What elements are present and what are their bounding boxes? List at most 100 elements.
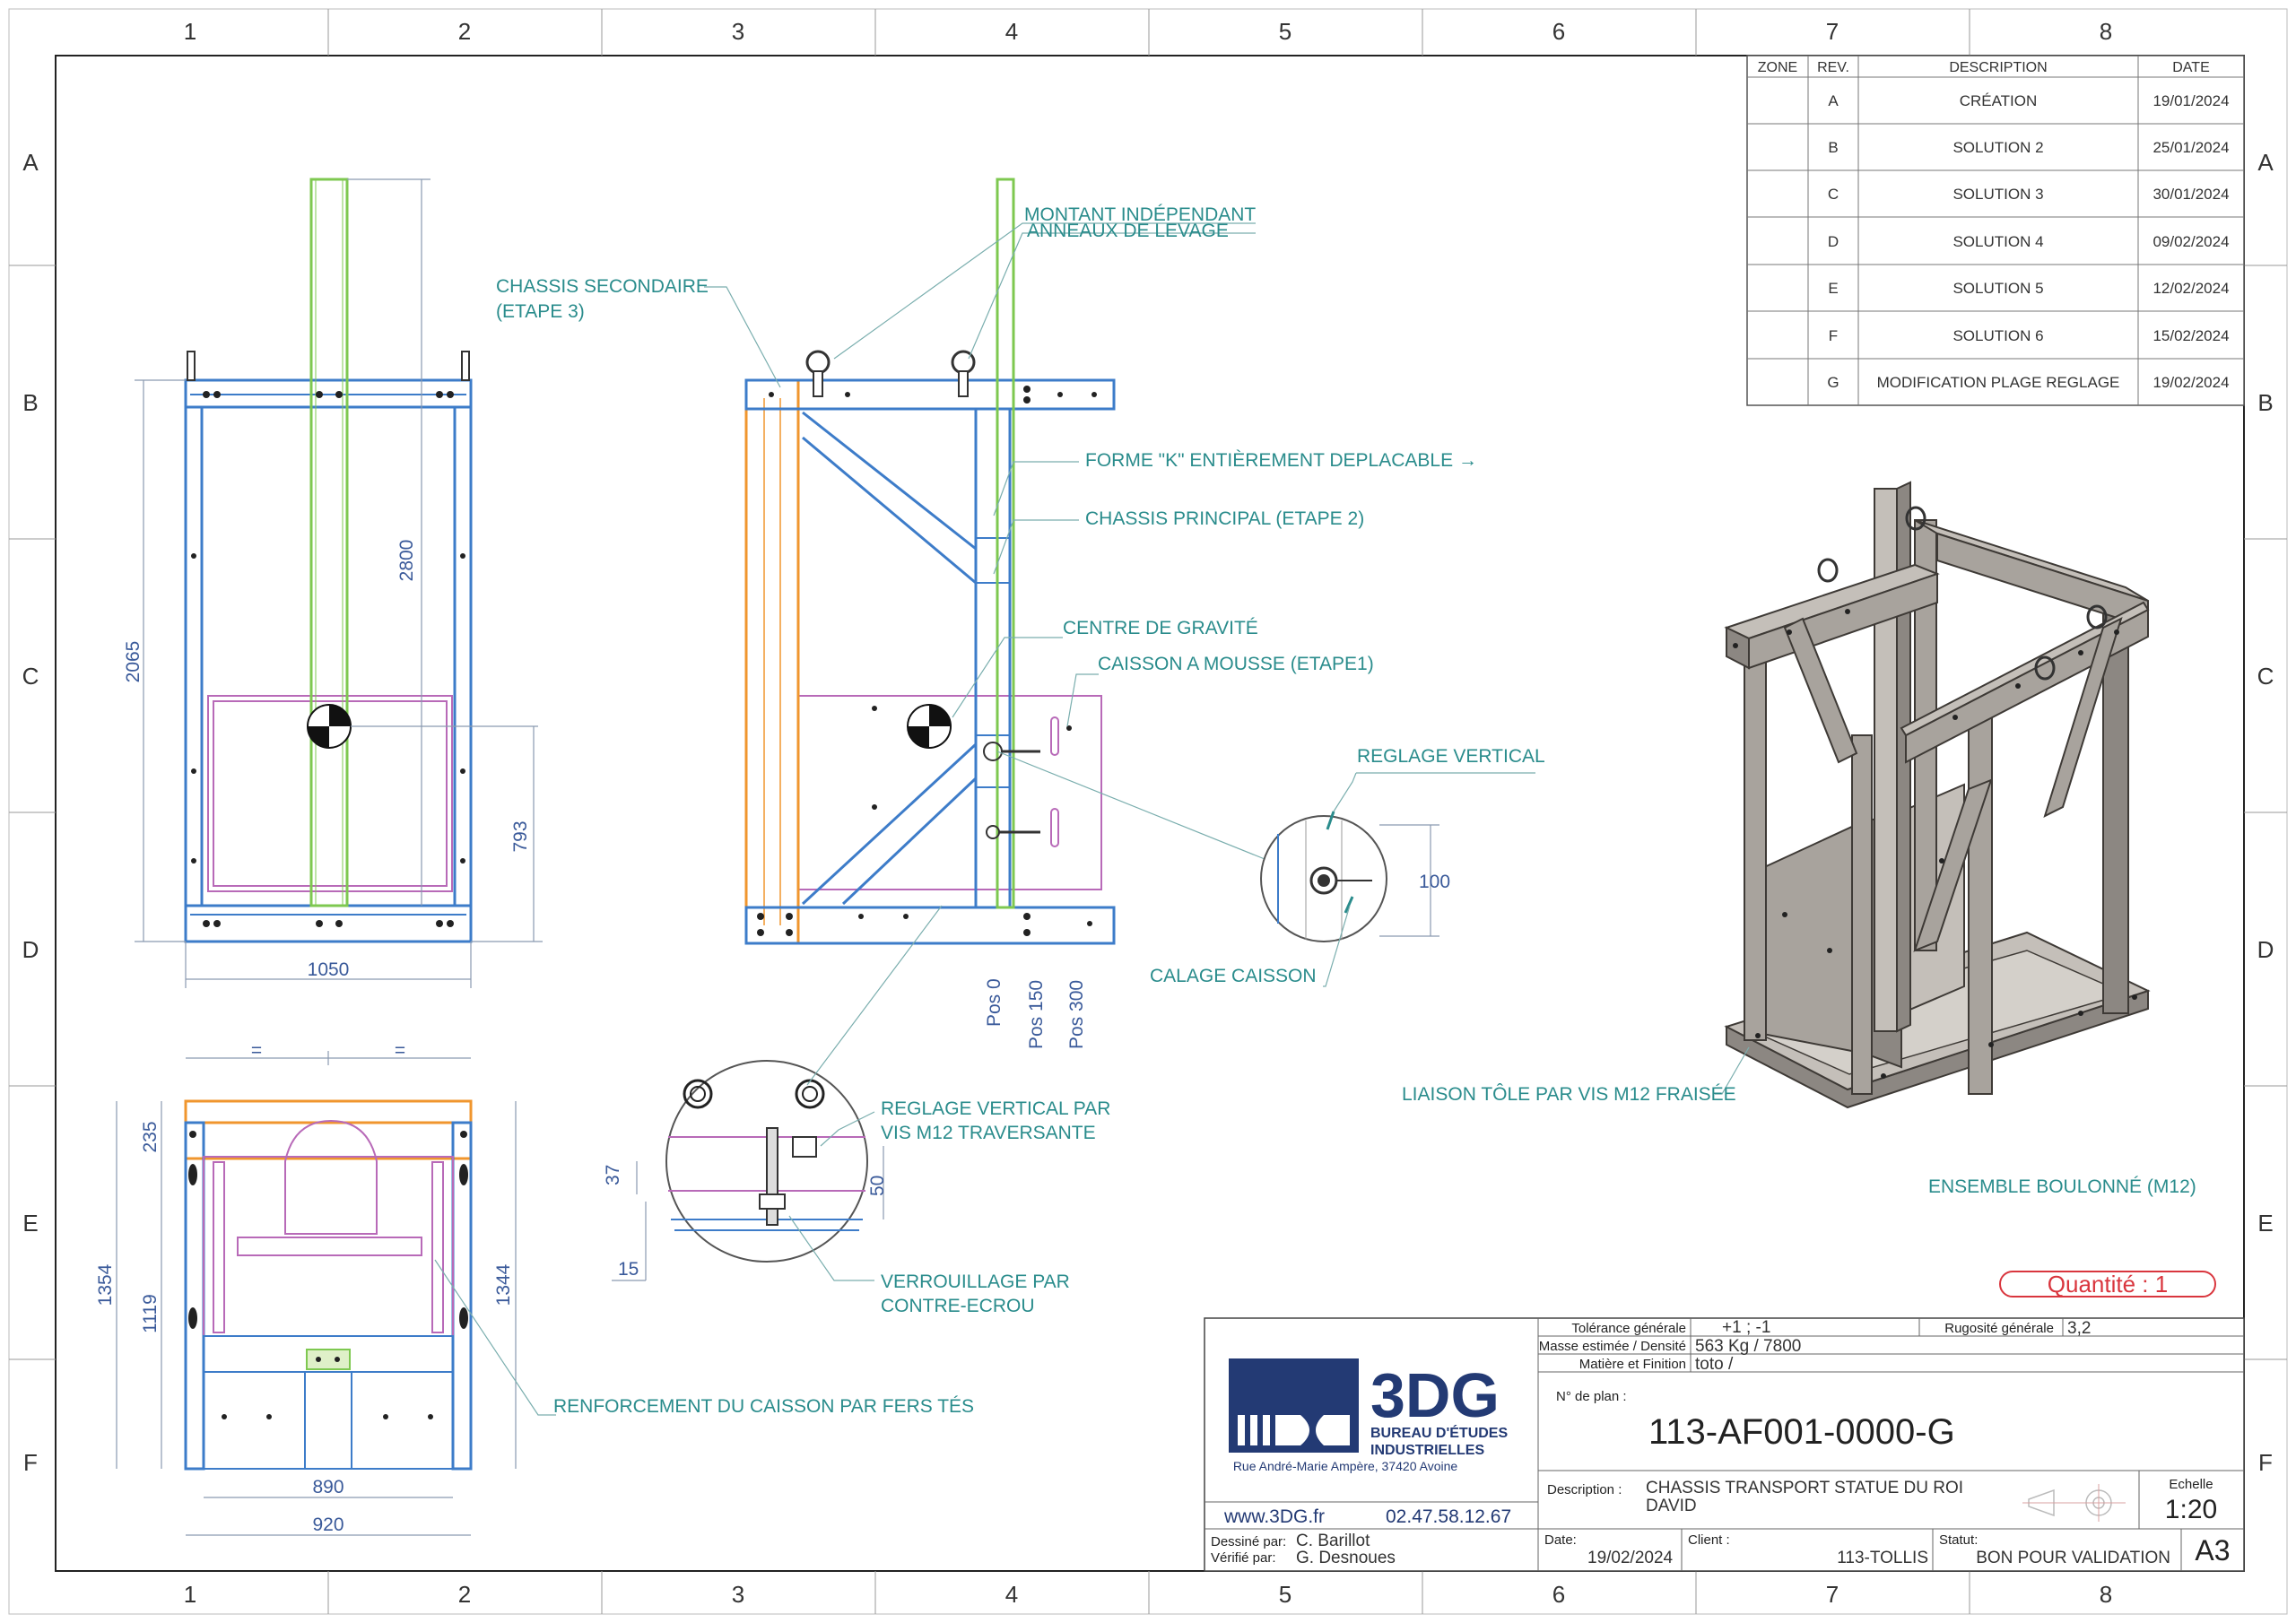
label-k-form: FORME "K" ENTIÈREMENT DEPLACABLE → (1085, 450, 1477, 471)
mass-label: Masse estimée / Densité (1539, 1339, 1686, 1354)
grid-row-label: F (2258, 1449, 2273, 1476)
side-view: CHASSIS SECONDAIRE (ETAPE 3) MONTANT IND… (496, 178, 1477, 1049)
tolerance-label: Tolérance générale (1571, 1321, 1686, 1336)
dim-50: 50 (867, 1176, 888, 1196)
rev-date: 19/02/2024 (2152, 374, 2229, 391)
dim-235: 235 (140, 1121, 161, 1152)
grid-col-label: 5 (1279, 18, 1292, 45)
grid-col-label: 8 (2100, 1581, 2112, 1608)
rev-description: SOLUTION 2 (1952, 139, 2043, 156)
tolerance-value: +1 ; -1 (1722, 1318, 1770, 1337)
title-block: 3DG BUREAU D'ÉTUDES INDUSTRIELLES Rue An… (1204, 1317, 2245, 1572)
rev-date: 15/02/2024 (2152, 327, 2229, 344)
roughness-value: 3,2 (2067, 1319, 2091, 1338)
projection-symbol-icon (2022, 1484, 2126, 1522)
grid-row-label: B (22, 389, 38, 416)
rev-date: 30/01/2024 (2152, 186, 2229, 203)
grid-col-label: 6 (1552, 18, 1565, 45)
position-label: Pos 300 (1066, 980, 1087, 1049)
dim-890: 890 (312, 1477, 344, 1497)
grid-col-label: 3 (732, 1581, 744, 1608)
label-reinforcement: RENFORCEMENT DU CAISSON PAR FERS TÉS (553, 1396, 974, 1417)
scale-label: Echelle (2169, 1477, 2213, 1492)
status-label: Statut: (1939, 1532, 1978, 1548)
dim-1119: 1119 (140, 1294, 161, 1333)
grid-col-label: 4 (1005, 18, 1018, 45)
label-secondary-stage: (ETAPE 3) (496, 301, 585, 322)
grid-col-label: 7 (1826, 18, 1839, 45)
dim-1354: 1354 (95, 1263, 116, 1306)
rev-description: MODIFICATION PLAGE REGLAGE (1877, 374, 2120, 391)
grid-row-label: C (2257, 663, 2274, 690)
grid-col-label: 1 (184, 1581, 196, 1608)
revision-table: ZONE REV. DESCRIPTION DATE A CRÉATION 19… (1746, 55, 2245, 406)
drawn-by-label: Dessiné par: (1211, 1534, 1286, 1549)
company-address: Rue André-Marie Ampère, 37420 Avoine (1233, 1459, 1458, 1473)
rev-date: 09/02/2024 (2152, 233, 2229, 250)
label-foam-box: CAISSON A MOUSSE (ETAPE1) (1098, 654, 1374, 674)
checked-by: G. Desnoues (1296, 1549, 1396, 1567)
position-label: Pos 150 (1026, 980, 1047, 1049)
dim-1344: 1344 (493, 1263, 514, 1306)
grid-row-label: B (2257, 389, 2273, 416)
logo-text: 3DG (1370, 1360, 1500, 1430)
format-value: A3 (2195, 1534, 2230, 1567)
label-locking-2: CONTRE-ECROU (881, 1296, 1035, 1316)
grid-col-label: 5 (1279, 1581, 1292, 1608)
label-main-chassis: CHASSIS PRINCIPAL (ETAPE 2) (1085, 508, 1364, 529)
grid-row-label: C (22, 663, 39, 690)
label-locking-1: VERROUILLAGE PAR (881, 1271, 1070, 1292)
grid-col-label: 8 (2100, 18, 2112, 45)
rev-description: SOLUTION 4 (1952, 233, 2043, 250)
front-view: 2065 2800 793 1050 (123, 178, 543, 988)
label-vertical-adjust: REGLAGE VERTICAL (1357, 746, 1545, 767)
grid-col-label: 7 (1826, 1581, 1839, 1608)
grid-row-label: A (22, 149, 39, 176)
client-label: Client : (1688, 1532, 1730, 1548)
rev-letter: B (1828, 139, 1838, 156)
rev-description: CRÉATION (1960, 92, 2038, 109)
status-value: BON POUR VALIDATION (1976, 1549, 2170, 1567)
rev-date: 12/02/2024 (2152, 280, 2229, 297)
description-line-2: DAVID (1646, 1497, 1697, 1515)
material-label: Matière et Finition (1579, 1357, 1686, 1372)
dim-15: 15 (618, 1259, 639, 1280)
grid-col-label: 2 (458, 18, 471, 45)
dim-width: 1050 (308, 959, 350, 980)
grid-col-label: 3 (732, 18, 744, 45)
rev-header-date: DATE (2172, 60, 2209, 75)
rev-description: SOLUTION 6 (1952, 327, 2043, 344)
label-plate-connection: LIAISON TÔLE PAR VIS M12 FRAISÉE (1402, 1084, 1736, 1105)
grid-row-label: D (22, 936, 39, 963)
isometric-view: LIAISON TÔLE PAR VIS M12 FRAISÉE ENSEMBL… (1402, 481, 2196, 1197)
company-logo: 3DG BUREAU D'ÉTUDES INDUSTRIELLES Rue An… (1229, 1358, 1508, 1473)
detail-vertical-adjust: 100 REGLAGE VERTICAL CALAGE CAISSON (1150, 746, 1545, 987)
bottom-view: = = 235 1354 1119 1344 890 920 RENFORCEM… (95, 1040, 974, 1536)
rev-description: SOLUTION 3 (1952, 186, 2043, 203)
company-phone: 02.47.58.12.67 (1386, 1506, 1511, 1527)
label-secondary-chassis: CHASSIS SECONDAIRE (496, 276, 709, 297)
date-value: 19/02/2024 (1587, 1549, 1674, 1567)
rev-description: SOLUTION 5 (1952, 280, 2043, 297)
grid-row-label: E (22, 1210, 38, 1237)
plan-number-label: N° de plan : (1556, 1389, 1627, 1404)
rev-date: 19/01/2024 (2152, 92, 2229, 109)
company-website: www.3DG.fr (1223, 1506, 1325, 1527)
description-line-1: CHASSIS TRANSPORT STATUE DU ROI (1646, 1479, 1963, 1497)
rev-letter: A (1828, 92, 1839, 109)
label-bolted-assembly: ENSEMBLE BOULONNÉ (M12) (1928, 1176, 2196, 1197)
detail-screw: 37 50 15 REGLAGE VERTICAL PAR VIS M12 TR… (603, 905, 1110, 1316)
grid-row-label: D (2257, 936, 2274, 963)
rev-letter: C (1828, 186, 1839, 203)
grid-row-label: E (2257, 1210, 2273, 1237)
rev-header-zone: ZONE (1758, 60, 1797, 75)
label-independent-upright: MONTANT INDÉPENDANT (1024, 204, 1256, 225)
dim-height-total: 2065 (123, 641, 144, 683)
drawn-by: C. Barillot (1296, 1532, 1370, 1550)
grid-col-label: 6 (1552, 1581, 1565, 1608)
quantity-badge: Quantité : 1 (1999, 1271, 2216, 1298)
rev-date: 25/01/2024 (2152, 139, 2229, 156)
label-box-shim: CALAGE CAISSON (1150, 966, 1317, 986)
position-label: Pos 0 (984, 978, 1004, 1027)
company-name-1: BUREAU D'ÉTUDES (1370, 1424, 1508, 1441)
